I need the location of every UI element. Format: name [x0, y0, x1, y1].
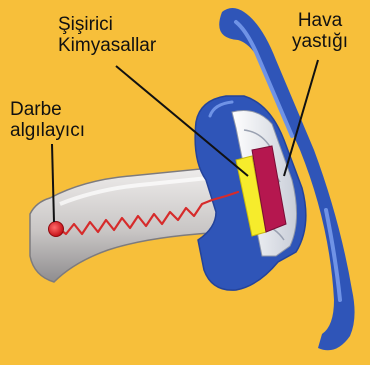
crash-sensor — [49, 222, 64, 237]
chemicals-label-line-1: Şişirici — [58, 14, 156, 35]
airbag-label-line-1: Hava — [292, 10, 348, 31]
chemicals-label-line-2: Kimyasallar — [58, 35, 156, 56]
sensor-label-line-2: algılayıcı — [10, 120, 85, 141]
airbag-label-line-2: yastığı — [292, 31, 348, 52]
chemicals-label: Şişirici Kimyasallar — [58, 14, 156, 56]
airbag-label: Hava yastığı — [292, 10, 348, 52]
sensor-label-line-1: Darbe — [10, 99, 85, 120]
sensor-label: Darbe algılayıcı — [10, 99, 85, 141]
